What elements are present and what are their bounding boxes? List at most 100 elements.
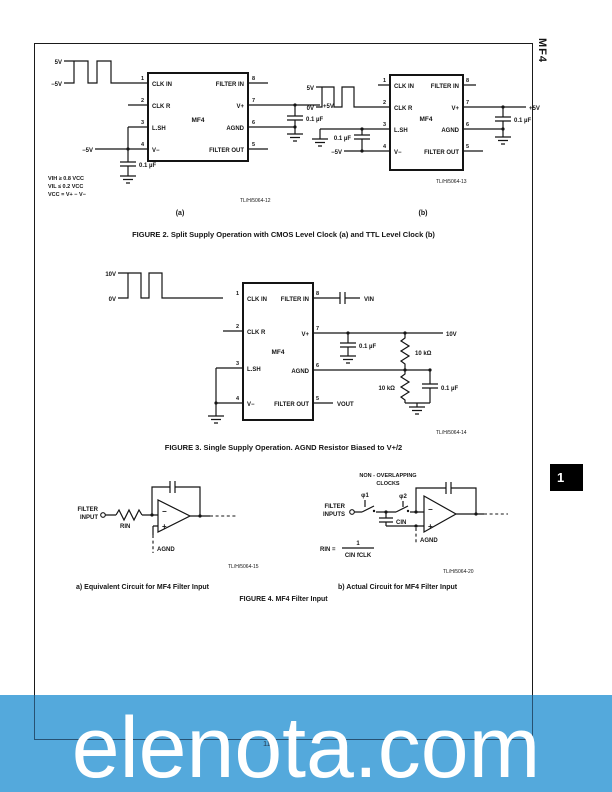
ground-symbol [495, 136, 511, 145]
pin-number: 5 [316, 396, 319, 402]
pin-number: 5 [466, 144, 469, 150]
pin-label: FILTER IN [216, 82, 244, 88]
pos-supply-label: +5V [323, 104, 334, 110]
border-through-banner-bottom [34, 739, 533, 740]
cap-value: 0.1 µF [306, 117, 323, 123]
pin-label: FILTER OUT [209, 148, 244, 154]
resistor-top [399, 333, 411, 370]
junction-dot [126, 147, 130, 151]
phi1-label: φ1 [361, 493, 369, 499]
pin-label: FILTER IN [431, 84, 459, 90]
border-through-banner-left [34, 695, 35, 739]
pin-number: 1 [236, 291, 239, 297]
clock-low-label: 0V [307, 106, 314, 112]
neg-supply-label: −5V [331, 150, 342, 156]
pin-label: V− [394, 150, 402, 156]
watermark-text: elenota.com [71, 699, 541, 792]
pin-label: AGND [291, 369, 309, 375]
input-capacitor [339, 292, 346, 304]
pin-label: CLK R [247, 330, 266, 336]
wires [142, 486, 210, 535]
junction-dot [414, 524, 418, 528]
page-border [34, 43, 533, 695]
section-tab: 1 [550, 464, 583, 491]
pin-label: CLK IN [394, 84, 414, 90]
junction-dot [293, 103, 297, 107]
pin-label: V+ [301, 332, 309, 338]
pin-number: 2 [383, 100, 386, 106]
ground-symbol [312, 138, 328, 147]
pos-supply-label: +5V [529, 106, 540, 112]
pin-number: 2 [141, 98, 144, 104]
supply-label: 10V [446, 332, 457, 338]
agnd-label: AGND [420, 538, 438, 544]
pin-label: FILTER OUT [274, 402, 309, 408]
switch-contact [372, 509, 376, 513]
figure4b-caption: b) Actual Circuit for MF4 Filter Input [338, 584, 458, 591]
figure4a-caption: a) Equivalent Circuit for MF4 Filter Inp… [76, 584, 210, 591]
figure2a-circuit: 5V −5V 1 2 3 4 8 7 6 5 CLK IN CLK R L.SH… [48, 60, 334, 217]
junction-dot [501, 127, 505, 131]
clock-waveform [118, 272, 223, 299]
resistor-bottom [399, 370, 411, 403]
pin-label: FILTER OUT [424, 150, 459, 156]
pin-label: CLK IN [247, 297, 267, 303]
input-label: INPUTS [323, 512, 345, 518]
pin-label: AGND [226, 126, 244, 132]
sublabel-a: (a) [176, 210, 185, 217]
chip-name: MF4 [192, 117, 205, 124]
pin-label: L.SH [394, 128, 408, 134]
figure4a-circuit: FILTER INPUT RIN − + AGND TL/H/5064-15 [77, 481, 259, 570]
junction-dot [214, 401, 218, 405]
doc-code: TL/H/5064-14 [436, 430, 467, 436]
chip-outline [242, 282, 314, 421]
agnd-capacitor [422, 383, 438, 389]
junction-dot [428, 368, 432, 372]
pin-number: 6 [466, 122, 469, 128]
pin-number: 4 [141, 142, 145, 148]
junction-dot [360, 149, 364, 153]
input-label: INPUT [80, 515, 98, 521]
dashed-wires [415, 513, 508, 543]
opamp [423, 494, 458, 534]
ground-symbol [208, 415, 224, 424]
clock-high-label: 5V [55, 60, 62, 66]
opamp-minus: − [428, 505, 433, 514]
pin-number: 1 [141, 76, 144, 82]
wires [95, 82, 320, 176]
vin-label: VIN [364, 297, 374, 303]
cin-capacitor [379, 517, 393, 523]
feedback-capacitor [169, 481, 176, 493]
switch-contact [406, 509, 410, 513]
watermark-banner: elenota.com [0, 695, 612, 792]
cap-value: 0.1 µF [139, 163, 156, 169]
pin-number: 8 [252, 76, 255, 82]
opamp-plus: + [428, 522, 433, 531]
junction-dot [384, 510, 388, 514]
capacitor-pos [495, 116, 511, 122]
clock-waveform [316, 86, 370, 108]
ground-symbol [287, 133, 303, 142]
pin-number: 1 [383, 78, 386, 84]
opamp [157, 499, 192, 533]
cap-value: 0.1 µF [441, 386, 458, 392]
capacitor-neg [354, 134, 370, 140]
switch-phi1 [354, 500, 375, 513]
cap-value: 0.1 µF [359, 344, 376, 350]
junction-dot [474, 512, 478, 516]
rin-label: RIN [120, 524, 130, 530]
pin-number: 8 [466, 78, 469, 84]
pin-number: 3 [383, 122, 386, 128]
input-resistor [105, 508, 143, 522]
pin-label: FILTER IN [281, 297, 309, 303]
doc-code: TL/H/5064-20 [443, 569, 474, 575]
opamp-minus: − [162, 507, 167, 516]
formula-denominator: CIN fCLK [345, 553, 372, 559]
chip-outline [147, 72, 249, 162]
pin-number: 7 [466, 100, 469, 106]
pin-label: CLK R [152, 104, 171, 110]
junction-dot [403, 331, 407, 335]
agnd-label: AGND [157, 547, 175, 553]
clocks-label: NON - OVERLAPPING [359, 473, 416, 479]
